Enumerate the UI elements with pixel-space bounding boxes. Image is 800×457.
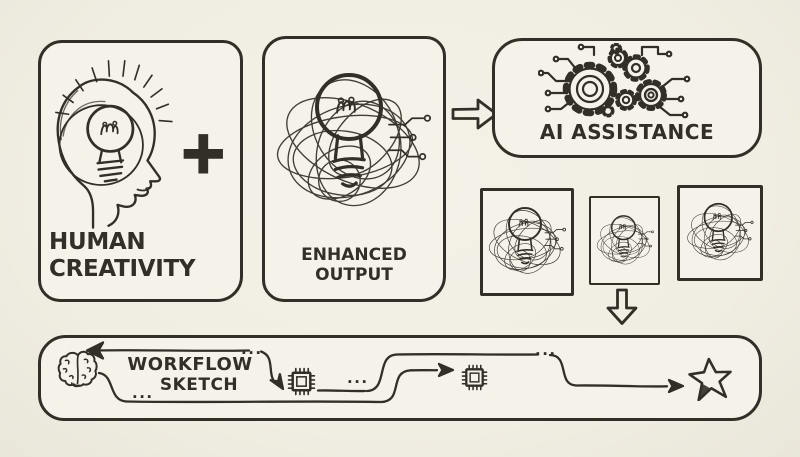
ai-assistance-panel: AI ASSISTANCE bbox=[492, 38, 762, 158]
scribble-lightbulb-icon bbox=[594, 201, 656, 281]
chip-icon bbox=[461, 364, 488, 391]
workflow-sketch-title: WORKFLOW SKETCH bbox=[125, 354, 255, 395]
ai-assistance-title: AI ASSISTANCE bbox=[539, 120, 715, 144]
thumbnail-1 bbox=[480, 188, 574, 296]
arrowhead-left bbox=[85, 341, 105, 360]
thumbnail-3 bbox=[677, 185, 763, 281]
ellipsis-dots: ... bbox=[347, 369, 369, 387]
arrowhead-star bbox=[667, 378, 685, 394]
workflow-sketch-bar: WORKFLOW SKETCH ... ... ... ... bbox=[38, 335, 762, 421]
workflow-title-line2: SKETCH bbox=[159, 375, 239, 395]
arrowhead-chip1 bbox=[269, 373, 285, 391]
ellipsis-dots: ... bbox=[132, 384, 154, 402]
workflow-title-line1: WORKFLOW bbox=[127, 354, 253, 375]
scribble-lightbulb-icon bbox=[682, 190, 758, 276]
ellipsis-dots: ... bbox=[241, 340, 263, 358]
arrow-down-icon bbox=[605, 288, 639, 326]
arrowhead-chip2 bbox=[437, 362, 455, 378]
workflow-path bbox=[57, 341, 734, 404]
enhanced-output-title: ENHANCED OUTPUT bbox=[301, 245, 407, 285]
human-creativity-title: HUMAN CREATIVITY bbox=[49, 229, 196, 283]
ellipsis-dots: ... bbox=[535, 341, 557, 359]
scribble-lightbulb-icon bbox=[268, 43, 438, 243]
thumbnail-2 bbox=[589, 196, 660, 285]
enhanced-output-panel: ENHANCED OUTPUT bbox=[262, 36, 446, 302]
brain-icon bbox=[57, 350, 98, 388]
chip-icon bbox=[287, 367, 316, 396]
plus-sign: + bbox=[178, 118, 230, 186]
star-icon bbox=[687, 356, 734, 401]
head-lightbulb-icon bbox=[45, 51, 181, 231]
human-creativity-title-line2: CREATIVITY bbox=[49, 256, 196, 282]
gears-circuit-icon bbox=[537, 43, 705, 119]
human-creativity-title-line1: HUMAN bbox=[49, 229, 146, 255]
scribble-lightbulb-icon bbox=[485, 192, 569, 292]
human-creativity-panel: + HUMAN CREATIVITY bbox=[38, 40, 243, 302]
